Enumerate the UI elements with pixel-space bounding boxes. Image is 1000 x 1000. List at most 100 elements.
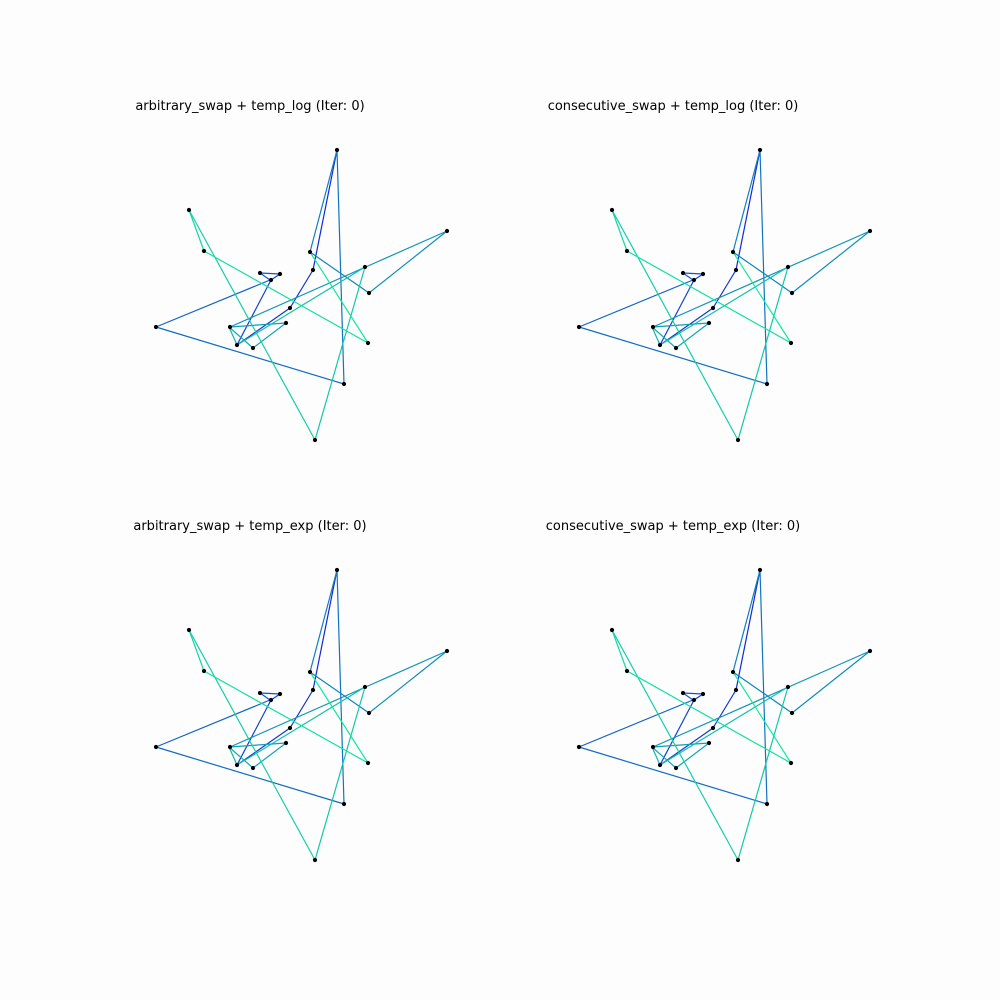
route-segment (252, 742, 287, 769)
city-point (153, 324, 159, 330)
city-point (764, 801, 770, 807)
route-segment (228, 746, 254, 769)
city-point (268, 697, 274, 703)
city-point (700, 271, 706, 277)
city-point (673, 345, 679, 351)
city-point (341, 801, 347, 807)
city-point (680, 270, 686, 276)
route-segment (626, 670, 792, 764)
city-point (785, 684, 791, 690)
route-segment (336, 149, 345, 385)
route-segment (309, 569, 338, 673)
city-point (680, 690, 686, 696)
city-point (334, 567, 340, 573)
city-point (657, 762, 663, 768)
city-point (362, 684, 368, 690)
route-segment (203, 670, 369, 764)
route-segment (659, 279, 695, 346)
city-point (710, 305, 716, 311)
city-point (310, 687, 316, 693)
city-point (867, 228, 873, 234)
city-point (257, 270, 263, 276)
route-plot (153, 147, 450, 443)
city-point (609, 627, 615, 633)
route-segment (236, 699, 272, 766)
route-segment (228, 746, 238, 766)
route-segment (228, 326, 254, 349)
route-segment (229, 230, 448, 328)
route-segment (188, 629, 316, 861)
city-point (186, 627, 192, 633)
city-point (234, 342, 240, 348)
route-segment (732, 671, 793, 714)
city-point (307, 249, 313, 255)
city-point (283, 320, 289, 326)
route-segment (252, 322, 287, 349)
route-segment (289, 689, 314, 729)
route-segment (229, 650, 448, 748)
route-segment (712, 269, 737, 309)
city-point (789, 290, 795, 296)
route-segment (735, 569, 761, 691)
city-point (307, 669, 313, 675)
route-segment (188, 629, 205, 672)
route-segment (675, 742, 710, 769)
city-point (234, 762, 240, 768)
city-point (673, 765, 679, 771)
city-point (277, 691, 283, 697)
route-segment (228, 326, 238, 346)
route-segment (611, 629, 628, 672)
route-segment (759, 569, 768, 805)
city-point (691, 697, 697, 703)
city-point (733, 687, 739, 693)
subplot-title: consecutive_swap + temp_log (Iter: 0) (547, 99, 799, 114)
route-segment (651, 746, 661, 766)
city-point (283, 740, 289, 746)
route-segment (651, 326, 677, 349)
city-point (257, 690, 263, 696)
route-segment (236, 727, 291, 766)
route-segment (155, 279, 271, 328)
city-point (624, 668, 630, 674)
route-segment (155, 699, 271, 748)
route-segment (368, 230, 448, 294)
city-point (362, 264, 368, 270)
city-point (735, 437, 741, 443)
route-segment (309, 251, 369, 344)
route-segment (659, 307, 714, 346)
city-point (365, 760, 371, 766)
route-segment (682, 692, 704, 695)
route-segment (229, 742, 287, 748)
route-segment (312, 149, 338, 271)
route-segment (652, 650, 871, 748)
city-point (250, 765, 256, 771)
route-segment (259, 272, 281, 275)
city-point (757, 147, 763, 153)
route-segment (732, 251, 793, 294)
route-segment (188, 209, 205, 252)
city-point (700, 691, 706, 697)
route-segment (203, 250, 369, 344)
city-point (312, 437, 318, 443)
city-point (287, 725, 293, 731)
route-segment (259, 692, 281, 695)
city-point (735, 857, 741, 863)
route-segment (735, 149, 761, 271)
route-segment (314, 686, 366, 861)
subplot-title: consecutive_swap + temp_exp (Iter: 0) (545, 519, 801, 534)
city-point (287, 305, 293, 311)
city-point (312, 857, 318, 863)
city-point (730, 669, 736, 675)
route-segment (651, 326, 661, 346)
subplot-title: arbitrary_swap + temp_exp (Iter: 0) (133, 519, 367, 534)
route-segment (675, 322, 710, 349)
city-point (310, 267, 316, 273)
city-point (867, 648, 873, 654)
route-segment (309, 671, 369, 764)
route-segment (236, 279, 272, 346)
city-point (341, 381, 347, 387)
city-point (576, 744, 582, 750)
route-segment (732, 251, 792, 344)
city-point (201, 668, 207, 674)
